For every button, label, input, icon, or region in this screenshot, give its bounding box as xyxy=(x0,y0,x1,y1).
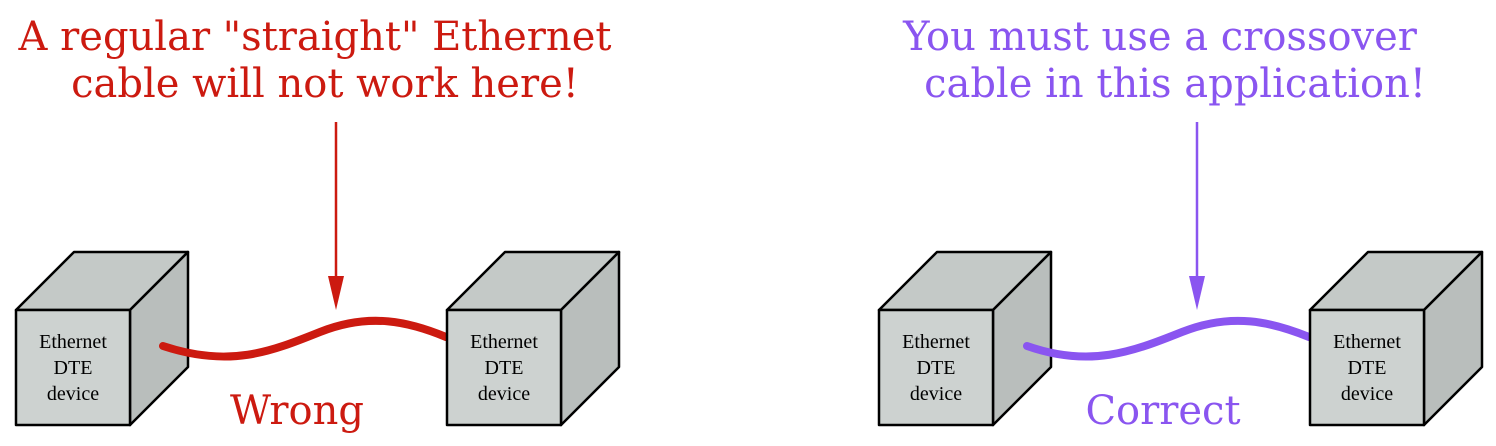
right-device-a: Ethernet DTE device xyxy=(877,250,1053,427)
right-arrow-head xyxy=(1189,276,1205,310)
left-device-b-label-1: Ethernet xyxy=(470,331,538,353)
left-caption-line1: A regular "straight" Ethernet xyxy=(18,14,612,60)
left-device-a-label-2: DTE xyxy=(54,357,93,379)
left-straight-cable xyxy=(159,316,450,361)
left-verdict-label: Wrong xyxy=(230,388,364,434)
right-crossover-cable xyxy=(1023,316,1313,361)
left-arrow-head xyxy=(328,276,344,310)
right-panel: You must use a crossover cable in this a… xyxy=(877,14,1484,434)
left-device-a-label-1: Ethernet xyxy=(39,331,107,353)
left-device-b-label-3: device xyxy=(478,383,530,405)
right-device-b-label-3: device xyxy=(1341,383,1393,405)
left-caption-line2: cable will not work here! xyxy=(71,61,579,107)
right-device-a-label-3: device xyxy=(910,383,962,405)
right-device-b-front xyxy=(1308,308,1426,427)
left-pointer-arrow xyxy=(328,122,344,310)
right-caption-line2: cable in this application! xyxy=(924,61,1426,107)
left-device-a-front xyxy=(14,308,132,427)
right-device-a-front xyxy=(877,308,995,427)
right-device-a-label-1: Ethernet xyxy=(902,331,970,353)
left-device-a: Ethernet DTE device xyxy=(14,250,190,427)
right-verdict-label: Correct xyxy=(1085,388,1240,434)
right-device-a-label-2: DTE xyxy=(917,357,956,379)
right-pointer-arrow xyxy=(1189,122,1205,310)
left-device-a-label-3: device xyxy=(47,383,99,405)
right-caption-line1: You must use a crossover xyxy=(902,14,1418,60)
right-device-b: Ethernet DTE device xyxy=(1308,250,1484,427)
left-device-b-label-2: DTE xyxy=(485,357,524,379)
left-panel: A regular "straight" Ethernet cable will… xyxy=(14,14,621,434)
left-device-b: Ethernet DTE device xyxy=(445,250,621,427)
right-device-b-label-2: DTE xyxy=(1348,357,1387,379)
right-device-b-label-1: Ethernet xyxy=(1333,331,1401,353)
left-device-b-front xyxy=(445,308,563,427)
